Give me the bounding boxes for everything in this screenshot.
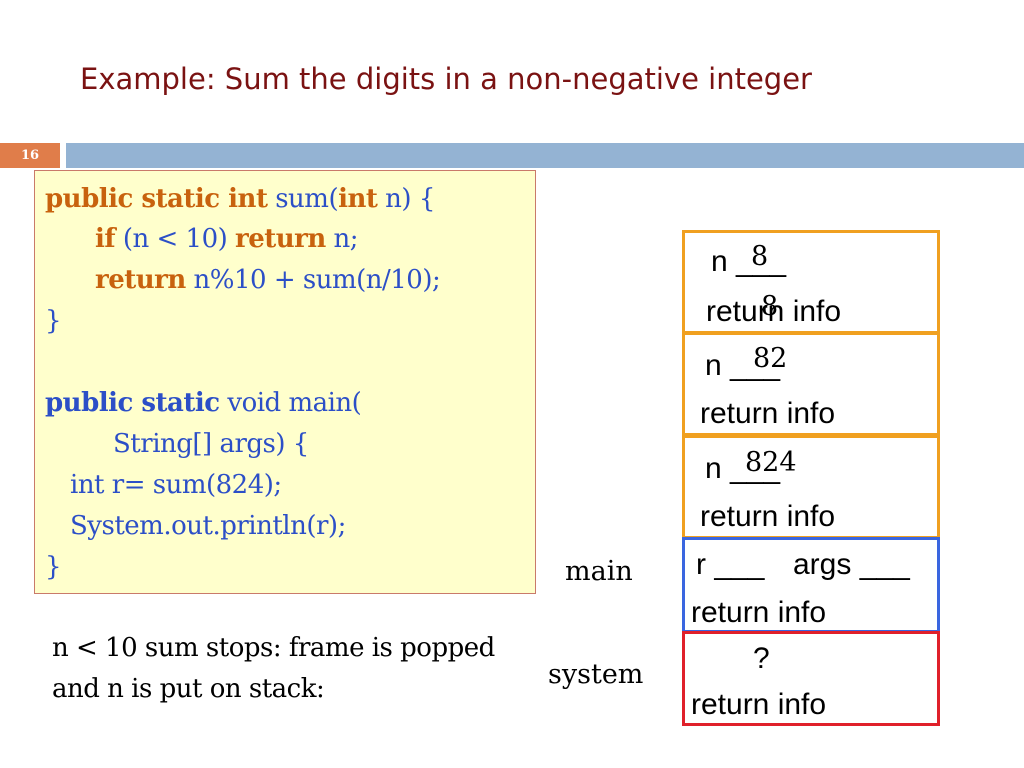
keyword: int [338, 184, 378, 214]
keyword: return [95, 265, 186, 295]
header-bar [66, 143, 1024, 168]
code-text: n) { [377, 184, 435, 214]
frame-var-n: n ___ [705, 452, 781, 485]
stack-frame-system: ? return info [682, 631, 940, 726]
frame-return-info: return info [706, 295, 842, 328]
frame-var-n: n ___ [711, 245, 787, 278]
code-line-4: } [45, 306, 62, 336]
frame-value: 824 [745, 447, 797, 478]
code-block: public static int sum(int n) { if (n < 1… [34, 170, 536, 594]
code-line-8: System.out.println(r); [70, 511, 346, 541]
code-line-6: String[] args) { [113, 429, 309, 459]
main-label: main [565, 556, 633, 587]
frame-return-info: return info [691, 688, 827, 721]
stack-frame-sum-8: n ___ 8 return info 8 [682, 230, 940, 334]
frame-value: 8 [751, 241, 769, 272]
code-text: sum( [267, 184, 339, 214]
code-line-3: return n%10 + sum(n/10); [95, 265, 441, 295]
slide-number: 16 [0, 143, 60, 168]
frame-return-info: return info [700, 397, 836, 430]
keyword: public static [45, 388, 220, 418]
stack-frame-main: r ___ args ___ return info [682, 537, 940, 633]
frame-return-info: return info [691, 596, 827, 629]
code-text: n; [325, 224, 359, 254]
keyword: if [95, 224, 116, 254]
keyword: return [235, 224, 326, 254]
code-line-9: } [45, 552, 62, 582]
system-label: system [548, 659, 644, 690]
frame-return-value: 8 [761, 291, 779, 322]
keyword: public static int [45, 184, 268, 214]
code-line-2: if (n < 10) return n; [95, 224, 359, 254]
frame-value: 82 [753, 343, 788, 374]
stack-frame-sum-824: n ___ 824 return info [682, 435, 940, 539]
frame-var-r: r ___ [696, 548, 765, 581]
code-text: n%10 + sum(n/10); [185, 265, 441, 295]
code-line-7: int r= sum(824); [70, 470, 282, 500]
note-line-2: and n is put on stack: [52, 674, 325, 704]
frame-var-n: n ___ [705, 349, 781, 382]
frame-var-args: args ___ [793, 548, 910, 581]
code-text: (n < 10) [115, 224, 236, 254]
code-text: void main( [219, 388, 362, 418]
note-line-1: n < 10 sum stops: frame is popped [52, 633, 495, 663]
frame-return-info: return info [700, 500, 836, 533]
stack-frame-sum-82: n ___ 82 return info [682, 332, 940, 436]
code-line-5: public static void main( [45, 388, 362, 418]
slide-title: Example: Sum the digits in a non-negativ… [80, 62, 812, 96]
code-line-1: public static int sum(int n) { [45, 184, 435, 214]
frame-unknown-value: ? [753, 642, 770, 675]
